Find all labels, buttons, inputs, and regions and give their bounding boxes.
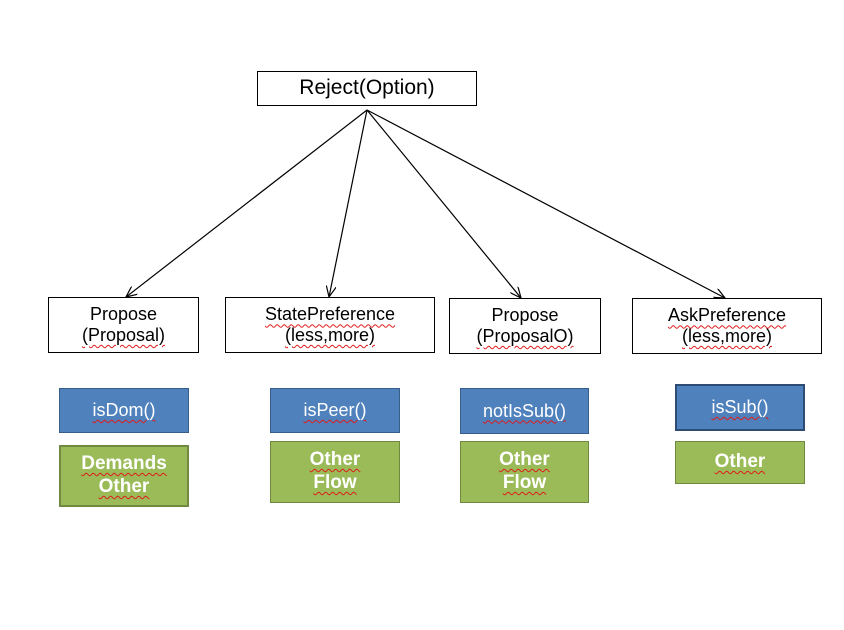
- outcome-line-2: Flow: [502, 472, 547, 493]
- child-node-args: (less,more): [681, 326, 772, 346]
- child-node-title: Propose: [89, 304, 158, 325]
- outcome-line-1: Other: [499, 449, 550, 471]
- outcome-box-other-flow-2: Other Flow: [460, 441, 589, 503]
- child-node-title: AskPreference: [667, 305, 787, 326]
- arrow-to-propose-proposal: [126, 109, 368, 297]
- outcome-line-2: Other: [98, 476, 150, 497]
- child-node-args: (Proposal): [81, 325, 166, 345]
- outcome-line-1: Other: [309, 449, 361, 471]
- child-node-statepreference: StatePreference (less,more): [225, 297, 435, 353]
- child-node-args: (ProposalO): [476, 326, 574, 346]
- child-node-propose-proposal: Propose (Proposal): [48, 297, 199, 353]
- method-label: notIsSub(): [482, 400, 567, 421]
- arrow-to-propose-proposalo: [366, 109, 521, 298]
- child-node-askpreference: AskPreference (less,more): [632, 298, 822, 354]
- outcome-line-1: Demands: [81, 453, 167, 475]
- arrow-to-statepreference: [329, 109, 368, 297]
- outcome-box-other-flow-1: Other Flow: [270, 441, 400, 503]
- outcome-box-demands-other: Demands Other: [59, 445, 189, 507]
- method-label: isDom(): [92, 400, 156, 420]
- method-label: isPeer(): [303, 400, 367, 420]
- method-box-ispeer: isPeer(): [270, 388, 400, 433]
- child-node-args: (less,more): [284, 325, 375, 345]
- child-node-propose-proposalo: Propose (ProposalO): [449, 298, 601, 354]
- root-node-reject-option: Reject(Option): [257, 71, 477, 106]
- method-box-isdom: isDom(): [59, 388, 189, 433]
- child-node-title: StatePreference: [264, 304, 396, 325]
- child-node-title: Propose: [491, 305, 559, 326]
- outcome-box-other: Other: [675, 441, 805, 484]
- method-label: isSub(): [711, 397, 769, 417]
- root-node-label: Reject(Option): [299, 76, 435, 100]
- arrow-to-askpreference: [366, 109, 725, 298]
- method-box-notissub: notIsSub(): [460, 388, 589, 434]
- method-box-issub: isSub(): [675, 384, 805, 431]
- outcome-line-2: Flow: [313, 472, 357, 493]
- outcome-line-1: Other: [714, 451, 766, 473]
